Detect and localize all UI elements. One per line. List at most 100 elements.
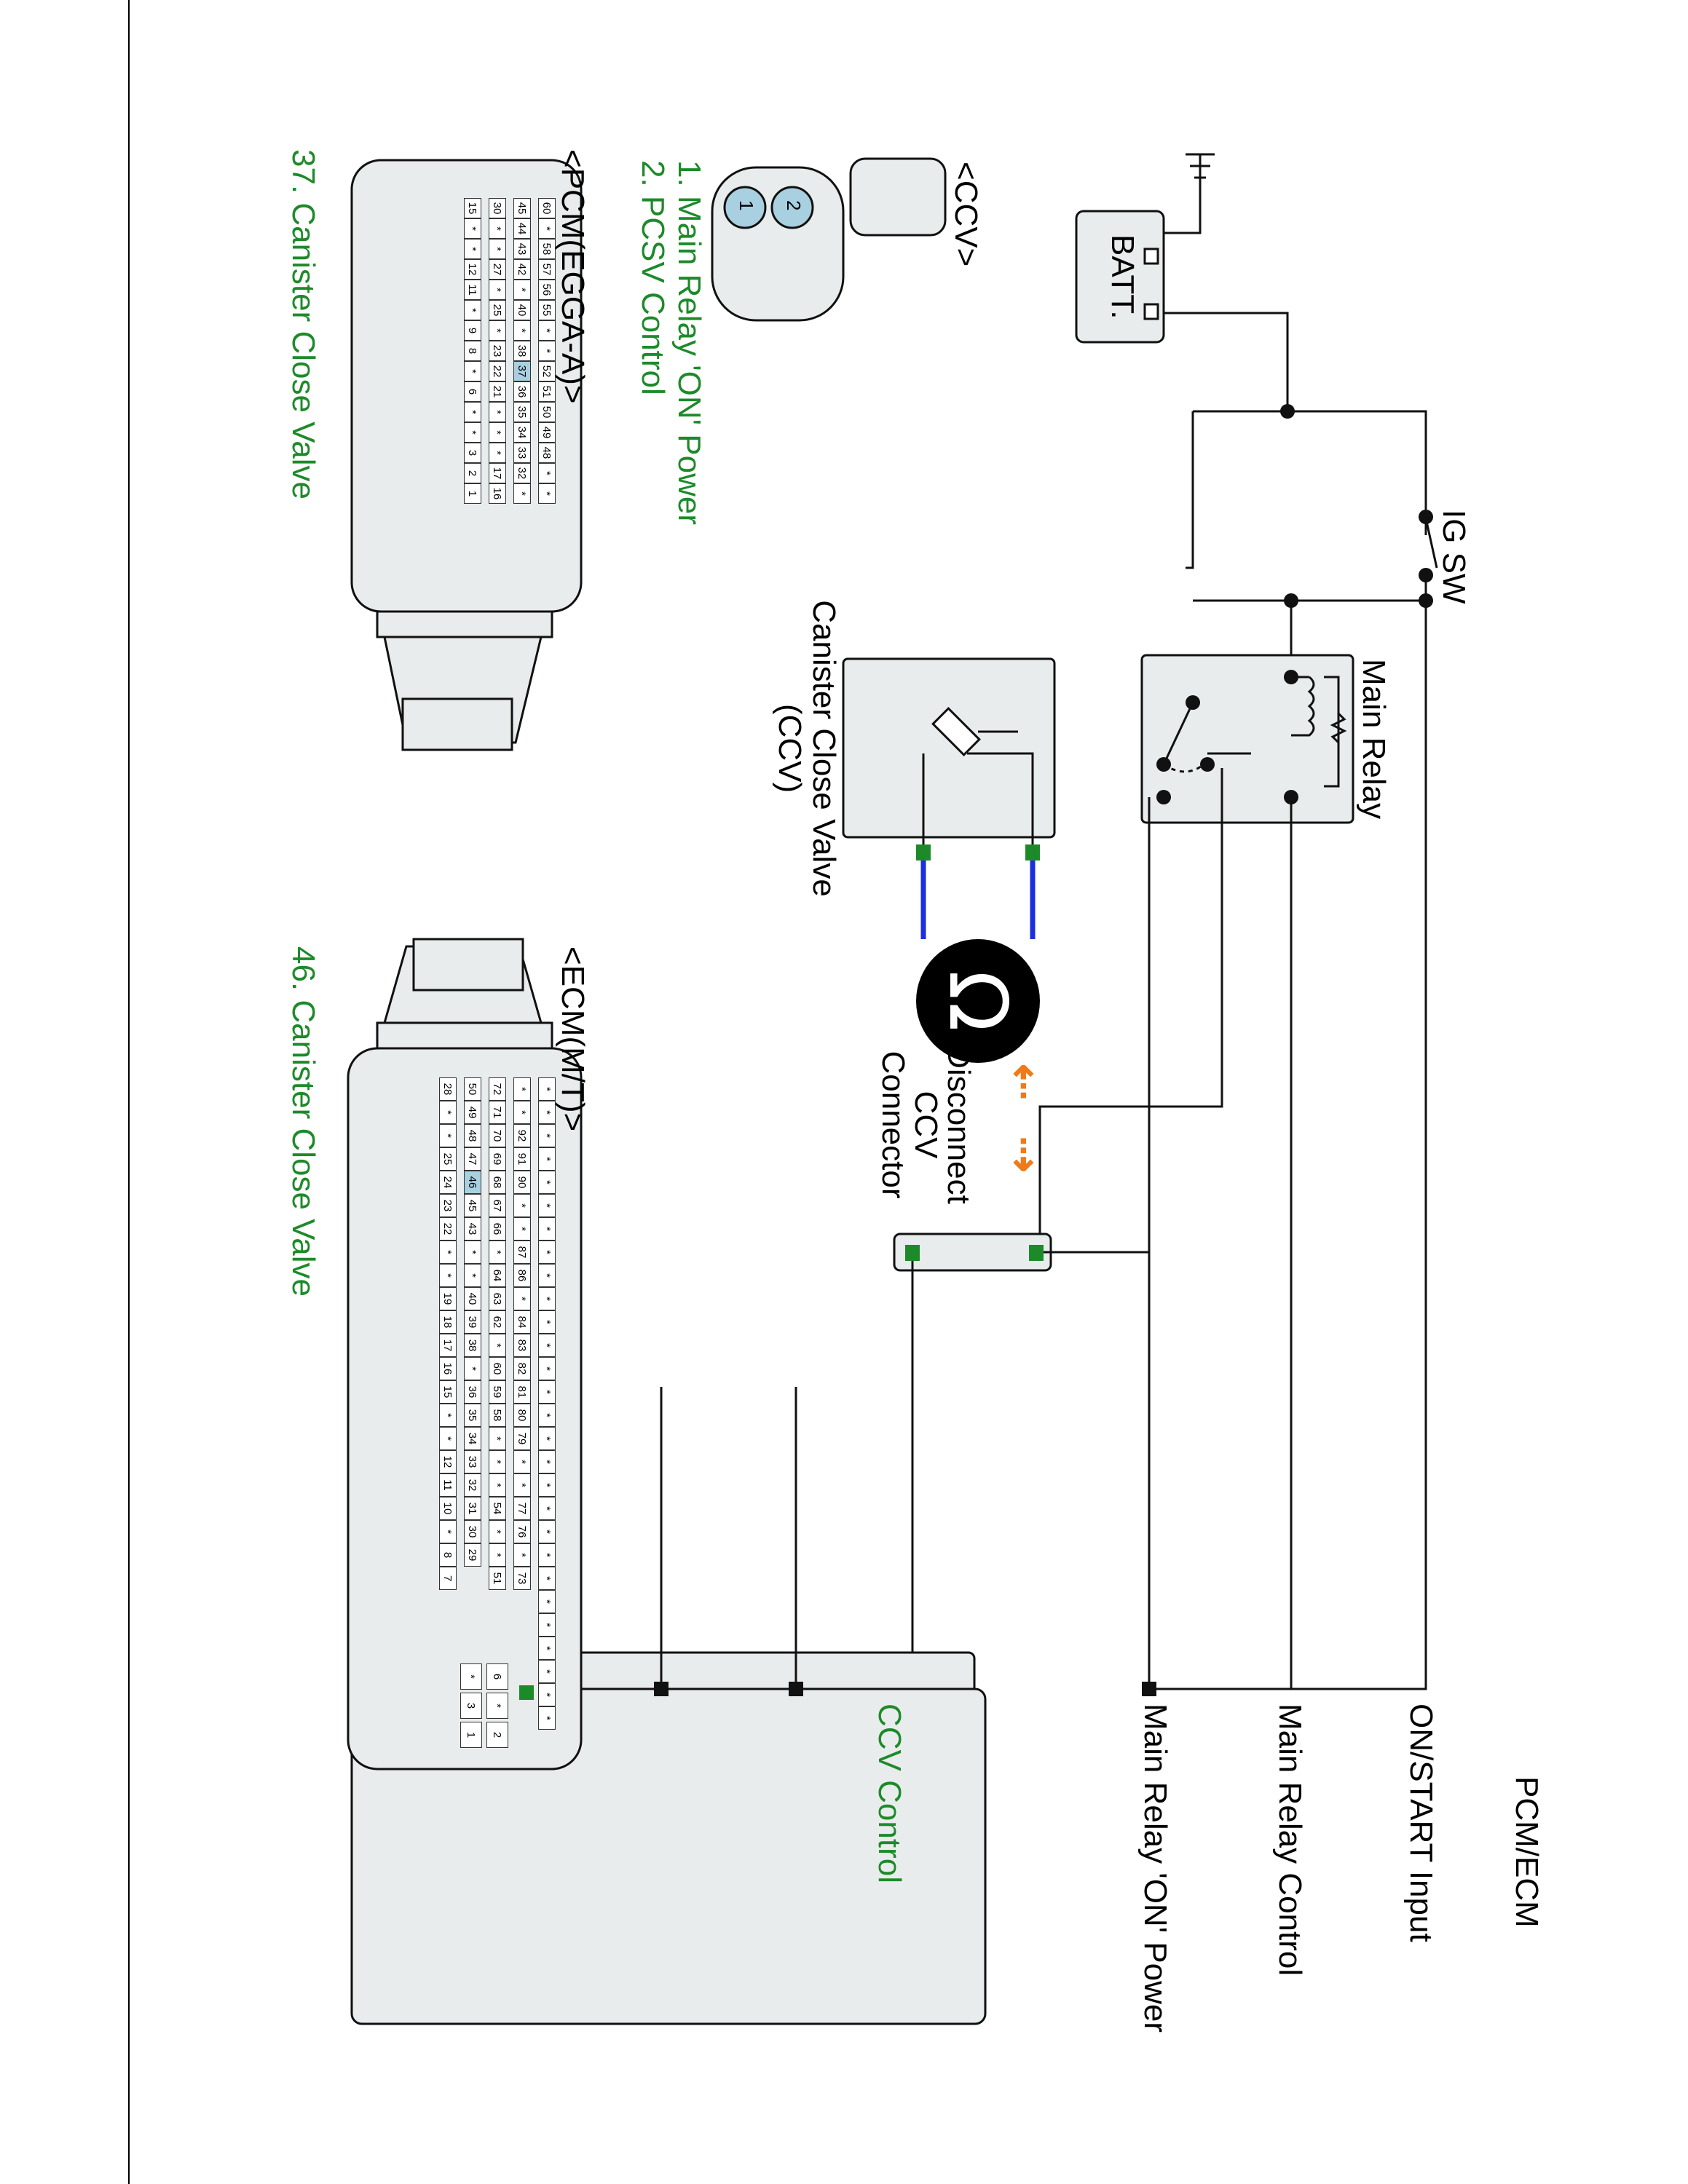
ecm-mt-pin: 50 <box>464 1077 481 1101</box>
ecm-mt-pin: * <box>538 1404 556 1427</box>
pcm-egga-pin: 1 <box>464 483 481 504</box>
ecm-mt-pin: * <box>439 1427 457 1450</box>
ecm-mt-pin: 36 <box>464 1380 481 1404</box>
ecm-mt-pin: * <box>538 1683 556 1706</box>
ecm-mt-pin: * <box>464 1357 481 1380</box>
pcm-egga-pin: * <box>513 320 531 341</box>
ecm-mt-pin: * <box>538 1101 556 1124</box>
ecm-mt-pin: 46 <box>464 1171 481 1194</box>
ecm-mt-pin: * <box>439 1520 457 1543</box>
ecm-mt-pin: 11 <box>439 1473 457 1497</box>
ecm-mt-pin: 22 <box>439 1217 457 1241</box>
pcm-egga-pin: 45 <box>513 198 531 218</box>
ecm-mt-pin: * <box>538 1590 556 1613</box>
ecm-mt-pin: * <box>538 1497 556 1520</box>
ecm-mt-pin: 34 <box>464 1427 481 1450</box>
ecm-mt-pin: 62 <box>489 1310 506 1334</box>
pcm-egga-pin: * <box>464 422 481 443</box>
pcm-egga-pin: 58 <box>538 239 556 259</box>
pcm-pin-ccv-control: CCV Control <box>872 1704 907 1883</box>
ecm-mt-pin: 60 <box>489 1357 506 1380</box>
ecm-mt-pin: * <box>513 1194 531 1217</box>
pcm-egga-pin: * <box>513 280 531 300</box>
pcm-egga-pin: 43 <box>513 239 531 259</box>
pcm-egga-pin: * <box>513 483 531 504</box>
ecm-mt-pin: * <box>489 1241 506 1264</box>
ecm-mt-pin: 10 <box>439 1497 457 1520</box>
ecm-mt-pin: * <box>489 1427 506 1450</box>
ecm-mt-pin: 16 <box>439 1357 457 1380</box>
ecm-mt-pin: 15 <box>439 1380 457 1404</box>
pcm-egga-pin: * <box>538 320 556 341</box>
pcm-egga-pin: 11 <box>464 280 481 300</box>
ecm-mt-pin: 24 <box>439 1171 457 1194</box>
pcm-egga-pin: * <box>464 218 481 239</box>
pcm-egga-pin: * <box>489 422 506 443</box>
ecm-mt-pin: 71 <box>489 1101 506 1124</box>
pcm-pin-on-start: ON/START Input <box>1403 1704 1439 1942</box>
disconnect-arrow-right-icon: ⇢ <box>998 1136 1052 1174</box>
ecm-mt-pin: 69 <box>489 1147 506 1171</box>
ecm-mt-extra-pin: 1 <box>460 1722 482 1748</box>
pcm-egga-pin: 22 <box>489 361 506 381</box>
pcm-egga-pin: 6 <box>464 381 481 402</box>
ecm-mt-extra-pin: 3 <box>460 1693 482 1719</box>
ecm-mt-extra-pin: 6 <box>486 1663 508 1690</box>
ecm-mt-pin: * <box>538 1427 556 1450</box>
ecm-mt-pin: * <box>538 1567 556 1590</box>
ecm-mt-pin: * <box>513 1101 531 1124</box>
ecm-mt-extra-pin: * <box>460 1663 482 1690</box>
ecm-mt-pin: * <box>538 1660 556 1683</box>
ecm-mt-pin: * <box>538 1334 556 1357</box>
ecm-mt-pin: 73 <box>513 1567 531 1590</box>
ecm-mt-pin: 48 <box>464 1124 481 1147</box>
pcm-egga-pin: 8 <box>464 341 481 361</box>
ecm-mt-pin: 35 <box>464 1404 481 1427</box>
ecm-mt-caption: 46. Canister Close Valve <box>285 946 321 1297</box>
disconnect-label-2: CCV <box>908 1091 944 1159</box>
pcm-egga-pin: 50 <box>538 402 556 422</box>
ecm-mt-pin: 82 <box>513 1357 531 1380</box>
pcm-egga-pin: * <box>464 361 481 381</box>
pcm-egga-pin: 27 <box>489 259 506 280</box>
ecm-mt-pin: 92 <box>513 1124 531 1147</box>
ecm-mt-title: <ECM(M/T)> <box>555 946 591 1132</box>
pcm-egga-pin: 33 <box>513 443 531 463</box>
ecm-mt-pin: 19 <box>439 1287 457 1310</box>
ccv-connector-face <box>711 166 845 322</box>
pcm-egga-pin: 30 <box>489 198 506 218</box>
pcm-egga-pin: 57 <box>538 259 556 280</box>
pcm-egga-pin: 9 <box>464 320 481 341</box>
ecm-mt-pin: 54 <box>489 1497 506 1520</box>
pcm-egga-pin: 56 <box>538 280 556 300</box>
pcm-egga-pin: * <box>538 341 556 361</box>
pcm-egga-pin: 3 <box>464 443 481 463</box>
ecm-mt-pin: 28 <box>439 1077 457 1101</box>
ecm-mt-pin: * <box>538 1543 556 1567</box>
pcm-egga-pin: 49 <box>538 422 556 443</box>
ccv-legend-2: 2. PCSV Control <box>635 160 671 395</box>
ecm-mt-pin: * <box>464 1241 481 1264</box>
pcm-egga-pin: 40 <box>513 300 531 320</box>
pcm-pin-main-relay-power: Main Relay 'ON' Power <box>1137 1704 1173 2033</box>
ecm-mt-pin: 40 <box>464 1287 481 1310</box>
ecm-mt-pin: 70 <box>489 1124 506 1147</box>
ecm-mt-pin: 25 <box>439 1147 457 1171</box>
ecm-mt-pin: 18 <box>439 1310 457 1334</box>
page-border <box>128 0 130 2184</box>
ecm-mt-pin: 81 <box>513 1380 531 1404</box>
pcm-egga-pin: 55 <box>538 300 556 320</box>
main-relay-box <box>1140 654 1354 824</box>
ccv-component-box <box>842 657 1056 839</box>
pcm-egga-pin: * <box>538 483 556 504</box>
ecm-mt-pin: * <box>513 1287 531 1310</box>
ecm-mt-pin: 47 <box>464 1147 481 1171</box>
ecm-mt-pin: 31 <box>464 1497 481 1520</box>
ecm-mt-pin: 43 <box>464 1217 481 1241</box>
pcm-pin-main-relay-control: Main Relay Control <box>1272 1704 1308 1977</box>
ecm-mt-pin: * <box>489 1473 506 1497</box>
ecm-mt-pin: * <box>538 1357 556 1380</box>
ecm-mt-pin: 87 <box>513 1241 531 1264</box>
ecm-mt-pin: * <box>538 1310 556 1334</box>
